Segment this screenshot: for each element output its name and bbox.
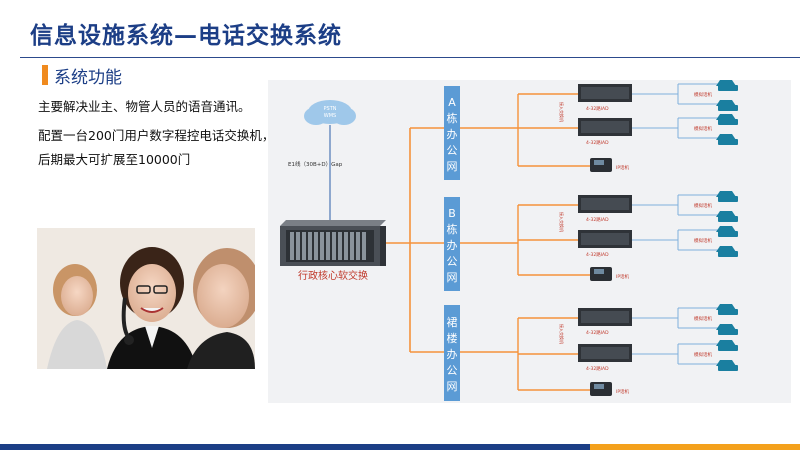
access-switch-label: 接入交换机 bbox=[559, 212, 565, 232]
gateway-label: 4-32路IAD bbox=[586, 216, 609, 223]
diagram-canvas: PSTN WMS E1线（30B+D）Gap 行政核心软交换 bbox=[280, 80, 738, 401]
ip-phone-icon bbox=[590, 158, 612, 396]
analog-phone-label: 模拟话机 bbox=[694, 91, 712, 98]
gateway-devices: 4-32路IAD 4-32路IAD 4-32路IAD 4-32路IAD 4-32… bbox=[559, 84, 632, 372]
footer-bar-blue bbox=[0, 444, 590, 450]
description-line-2: 配置一台200门用户数字程控电话交换机，后期最大可扩展至10000门 bbox=[38, 128, 275, 167]
analog-phone-label: 模拟话机 bbox=[694, 315, 712, 322]
analog-phone-label: 模拟话机 bbox=[694, 237, 712, 244]
core-switch-icon bbox=[280, 220, 386, 266]
footer-bar-orange bbox=[590, 444, 800, 450]
footer-bar bbox=[0, 444, 800, 450]
analog-phone-icons: 模拟话机 模拟话机 模拟话机 模拟话机 模拟话机 模拟话机 bbox=[694, 80, 738, 371]
branch-group-podium bbox=[460, 307, 718, 391]
core-uplinks bbox=[386, 127, 444, 353]
slide-title: 信息设施系统—电话交换系统 bbox=[30, 23, 342, 49]
analog-phone-label: 模拟话机 bbox=[694, 351, 712, 358]
analog-phone-label: 模拟话机 bbox=[694, 125, 712, 132]
office-network-podium: 裙楼办公网 bbox=[444, 305, 460, 401]
staff-photo-illustration bbox=[37, 228, 255, 369]
branch-group-a bbox=[460, 83, 718, 167]
branch-group-b bbox=[460, 194, 718, 276]
core-switch-label: 行政核心软交换 bbox=[298, 269, 368, 282]
access-switch-label: 接入交换机 bbox=[559, 324, 565, 344]
ip-phone-label: IP话机 bbox=[616, 273, 630, 280]
section-marker bbox=[42, 65, 48, 85]
section-heading-text: 系统功能 bbox=[54, 67, 122, 88]
pstn-cloud-icon: PSTN WMS bbox=[304, 100, 356, 125]
office-network-podium-label: 裙楼办公网 bbox=[447, 316, 458, 393]
pstn-label-line-2: WMS bbox=[324, 113, 336, 119]
phone-system-diagram: PSTN WMS E1线（30B+D）Gap 行政核心软交换 bbox=[268, 80, 791, 403]
gateway-label: 4-32路IAD bbox=[586, 329, 609, 336]
trunk-label: E1线（30B+D）Gap bbox=[288, 160, 343, 168]
gateway-label: 4-32路IAD bbox=[586, 365, 609, 372]
gateway-label: 4-32路IAD bbox=[586, 139, 609, 146]
staff-photo bbox=[37, 228, 255, 369]
title-divider bbox=[20, 57, 800, 58]
gateway-label: 4-32路IAD bbox=[586, 251, 609, 258]
gateway-label: 4-32路IAD bbox=[586, 105, 609, 112]
section-heading: 系统功能 bbox=[42, 64, 122, 88]
access-switch-label: 接入交换机 bbox=[559, 102, 565, 122]
description-line-1: 主要解决业主、物管人员的语音通讯。 bbox=[38, 99, 251, 114]
gateway-icon bbox=[578, 84, 632, 362]
ip-phone-label: IP话机 bbox=[616, 388, 630, 395]
analog-phone-label: 模拟话机 bbox=[694, 202, 712, 209]
pstn-label-line-1: PSTN bbox=[324, 106, 337, 112]
ip-phone-icons: IP话机 IP话机 IP话机 bbox=[590, 158, 630, 396]
analog-phone-icon bbox=[716, 80, 738, 371]
ip-phone-label: IP话机 bbox=[616, 164, 630, 171]
